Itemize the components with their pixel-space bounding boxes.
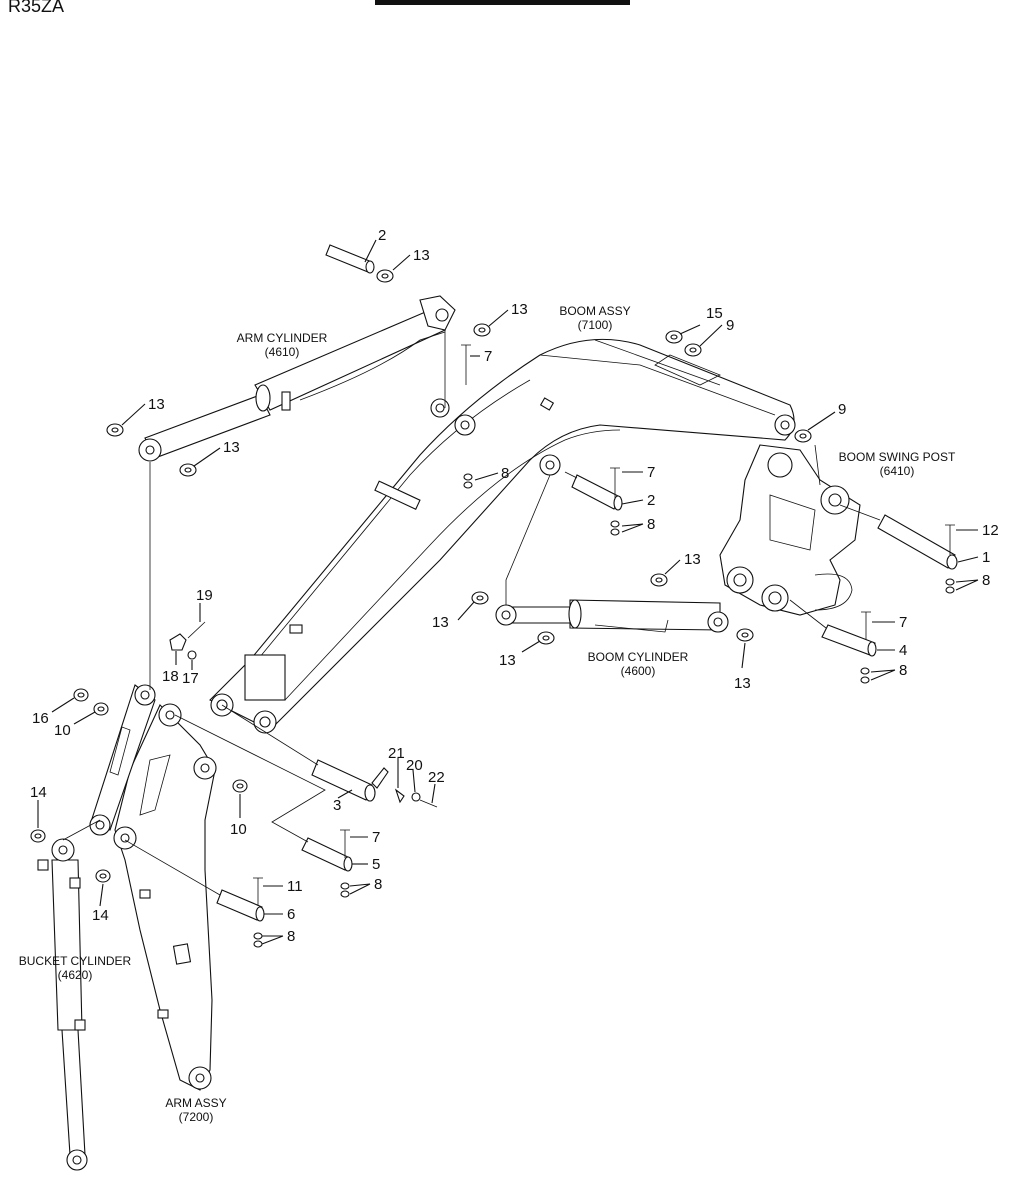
callout-number: 4 <box>899 642 907 659</box>
callout-number: 8 <box>287 928 295 945</box>
callout-number: 13 <box>413 247 430 264</box>
callout-number: 7 <box>647 464 655 481</box>
cropped-title-strip <box>375 0 630 5</box>
callout-number: 13 <box>223 439 240 456</box>
arm-cylinder-code: (4610) <box>265 345 300 359</box>
boom-swing-post-code: (6410) <box>880 464 915 478</box>
callout-number: 21 <box>388 745 405 762</box>
callout-number: 3 <box>333 797 341 814</box>
part-number-callouts: 2 13 13 7 15 9 13 13 8 7 2 8 9 12 1 8 13… <box>30 227 999 945</box>
callout-number: 9 <box>726 317 734 334</box>
callout-number: 15 <box>706 305 723 322</box>
callout-number: 10 <box>230 821 247 838</box>
callout-number: 7 <box>484 348 492 365</box>
arm-assy-name: ARM ASSY <box>165 1096 226 1110</box>
callout-number: 16 <box>32 710 49 727</box>
boom-swing-post-name: BOOM SWING POST <box>839 450 956 464</box>
callout-number: 5 <box>372 856 380 873</box>
arm-cylinder-drawing <box>138 295 456 462</box>
callout-number: 20 <box>406 757 423 774</box>
arm-cylinder-name: ARM CYLINDER <box>237 331 328 345</box>
callout-number: 13 <box>499 652 516 669</box>
callout-number: 6 <box>287 906 295 923</box>
assembly-captions: ARM CYLINDER (4610) BOOM ASSY (7100) BOO… <box>19 304 956 1124</box>
callout-number: 13 <box>432 614 449 631</box>
bucket-cylinder-drawing <box>37 838 88 1171</box>
callout-number: 13 <box>684 551 701 568</box>
callout-number: 13 <box>511 301 528 318</box>
boom-cylinder-code: (4600) <box>621 664 656 678</box>
bucket-cylinder-code: (4620) <box>58 968 93 982</box>
callout-number: 2 <box>378 227 386 244</box>
callout-number: 8 <box>501 465 509 482</box>
callout-leaders <box>37 239 979 945</box>
callout-number: 19 <box>196 587 213 604</box>
callout-number: 9 <box>838 401 846 418</box>
callout-number: 18 <box>162 668 179 685</box>
arm-assy-code: (7200) <box>179 1110 214 1124</box>
callout-number: 17 <box>182 670 199 687</box>
callout-number: 11 <box>287 878 303 895</box>
boom-cylinder-name: BOOM CYLINDER <box>588 650 689 664</box>
callout-number: 14 <box>92 907 109 924</box>
boom-assy-drawing <box>209 338 796 734</box>
callout-number: 2 <box>647 492 655 509</box>
callout-number: 13 <box>148 396 165 413</box>
boom-swing-post-drawing <box>719 444 861 616</box>
callout-number: 10 <box>54 722 71 739</box>
boom-cylinder-drawing <box>495 599 729 633</box>
callout-number: 8 <box>647 516 655 533</box>
callout-number: 1 <box>982 549 990 566</box>
callout-number: 22 <box>428 769 445 786</box>
callout-number: 7 <box>899 614 907 631</box>
callout-number: 13 <box>734 675 751 692</box>
bucket-cylinder-name: BUCKET CYLINDER <box>19 954 132 968</box>
model-code: R35ZA <box>8 0 64 16</box>
callout-number: 12 <box>982 522 999 539</box>
callout-number: 7 <box>372 829 380 846</box>
boom-assy-name: BOOM ASSY <box>559 304 630 318</box>
callout-number: 8 <box>899 662 907 679</box>
callout-number: 8 <box>982 572 990 589</box>
callout-number: 8 <box>374 876 382 893</box>
arm-assy-drawing <box>89 684 217 1091</box>
callout-number: 14 <box>30 784 47 801</box>
pins-and-hardware <box>30 244 958 948</box>
boom-assy-code: (7100) <box>578 318 613 332</box>
